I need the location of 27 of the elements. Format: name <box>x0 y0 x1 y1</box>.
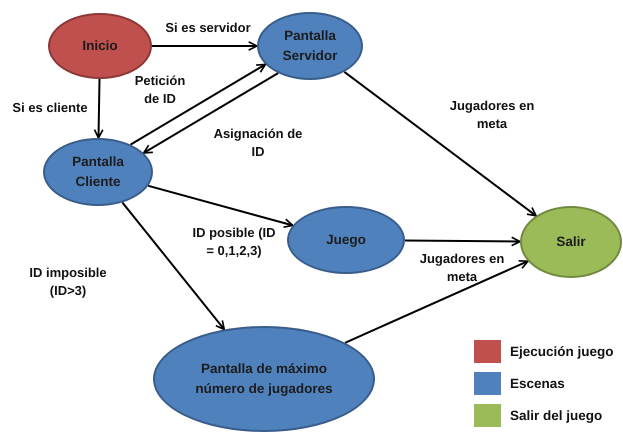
scene-ellipse <box>43 138 153 206</box>
edge-label: Si es cliente <box>11 98 89 117</box>
node-label: Pantalla Cliente <box>71 153 125 191</box>
arrow <box>344 260 529 344</box>
node-label: Inicio <box>81 37 119 56</box>
arrow <box>94 78 104 139</box>
arrow <box>130 64 266 146</box>
arrow <box>148 184 294 228</box>
edge-label: Petición de ID <box>134 72 186 108</box>
legend-label: Escenas <box>510 376 565 391</box>
edge-label: Jugadores en meta <box>448 96 536 133</box>
arrow <box>404 236 521 246</box>
edge-label: Asignación de ID <box>212 124 304 161</box>
node-label: Pantalla de máximo número de jugadores <box>194 360 334 398</box>
arrow <box>344 71 537 217</box>
edge-label: Si es servidor <box>164 18 252 37</box>
node-label: Juego <box>325 231 367 250</box>
edge-label: Jugadores en meta <box>418 250 506 286</box>
edge-label: ID posible (ID = 0,1,2,3) <box>191 224 277 260</box>
arrow <box>122 202 226 330</box>
arrow <box>152 41 258 51</box>
legend-label: Ejecución juego <box>510 344 614 359</box>
node-label: Salir <box>555 233 587 252</box>
legend-label: Salir del juego <box>510 408 602 423</box>
edge-label: ID imposible (ID>3) <box>28 264 108 300</box>
arrow <box>142 72 279 154</box>
node-label: Pantalla Servidor <box>282 27 338 65</box>
